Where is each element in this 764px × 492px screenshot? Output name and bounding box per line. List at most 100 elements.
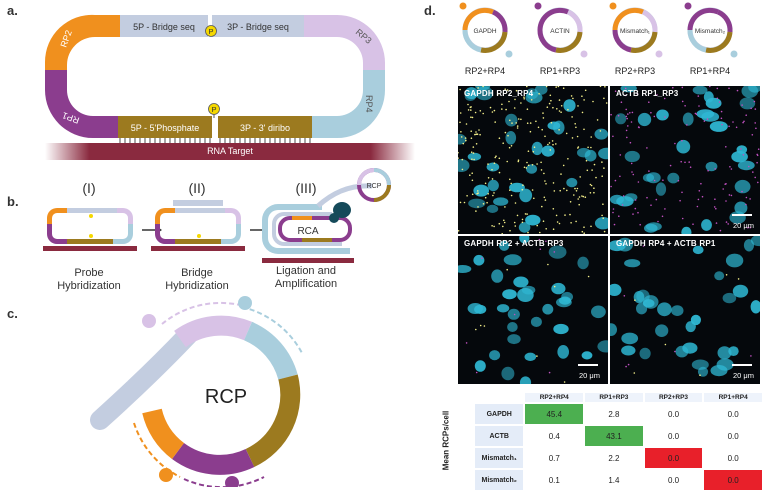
rcp-punctum — [679, 199, 681, 202]
nucleus — [703, 91, 714, 103]
nucleus — [486, 162, 500, 172]
top-left-bridge-segment — [120, 15, 208, 37]
nucleus — [681, 226, 692, 234]
rcp-punctum — [514, 225, 517, 227]
rcp-punctum — [532, 150, 535, 153]
nucleus — [667, 172, 680, 184]
rcp-punctum — [509, 189, 511, 191]
nucleus — [526, 88, 539, 100]
table-cell: 0.1 — [525, 470, 584, 490]
rcp-punctum — [495, 155, 497, 157]
rcp-punctum — [565, 132, 568, 135]
rcp-punctum — [523, 96, 525, 98]
rcp-punctum — [544, 180, 546, 182]
rcp-punctum — [498, 137, 501, 139]
rcp-punctum — [555, 214, 558, 217]
step-2-label: (II) — [188, 180, 205, 196]
nucleus — [513, 276, 529, 288]
nucleus — [624, 150, 640, 163]
rcp-punctum — [618, 215, 620, 217]
rcp-punctum — [714, 168, 716, 170]
rcp-punctum — [590, 225, 592, 228]
table-cell: 1.4 — [585, 470, 643, 490]
rcp-punctum — [571, 137, 574, 139]
rcp-punctum — [562, 87, 565, 89]
bottom-left-label: 5P - 5'Phosphate — [131, 123, 200, 133]
rcp-punctum — [492, 194, 494, 197]
rcp-punctum — [517, 159, 520, 161]
rcp-punctum — [523, 166, 526, 169]
nucleus — [709, 121, 728, 132]
nucleus — [502, 289, 517, 300]
rcp-punctum — [627, 113, 629, 115]
rcp-punctum — [757, 181, 759, 184]
row-header: Mismatch₁ — [475, 448, 524, 468]
nucleus — [734, 179, 751, 194]
rcp-punctum — [681, 100, 684, 103]
rcp-punctum — [557, 86, 560, 88]
nucleus — [499, 240, 510, 251]
rcp-punctum — [569, 201, 572, 203]
table-cell: 0.0 — [644, 448, 703, 468]
rcp-punctum — [478, 129, 480, 131]
rcp-punctum — [540, 169, 543, 171]
rcp-punctum — [513, 221, 516, 224]
ring-purple — [172, 442, 255, 475]
rcp-punctum — [728, 125, 730, 128]
rcp-punctum — [475, 133, 478, 135]
rcp-punctum — [724, 183, 726, 185]
nucleus — [621, 345, 636, 356]
rcp-punctum — [513, 107, 516, 109]
nucleus — [526, 164, 538, 174]
rcp-punctum — [714, 198, 716, 200]
phosphate-label: P — [211, 105, 216, 114]
rcp-punctum — [469, 106, 472, 109]
icon-label-mismatch2: Mismatch₂ — [695, 28, 726, 35]
rcp-punctum — [474, 111, 477, 114]
rcp-punctum — [749, 198, 751, 200]
rcp-punctum — [484, 196, 487, 199]
table-cell: 0.0 — [704, 404, 762, 424]
nucleus — [577, 256, 589, 270]
rcp-punctum — [595, 176, 597, 179]
rcp-punctum — [648, 101, 650, 103]
micrograph-gapdh-actb-1: GAPDH RP2 + ACTB RP3 20 μm — [458, 236, 608, 384]
nucleus — [473, 184, 489, 197]
top-right-label: 3P - Bridge seq — [227, 22, 289, 32]
nucleus — [551, 282, 566, 295]
rcp-punctum — [757, 148, 760, 150]
rcp-mini-icon: RCP — [357, 168, 391, 202]
rcp-punctum — [469, 174, 471, 176]
caption-step-1-line-2: Hybridization — [57, 280, 121, 292]
rcp-punctum — [614, 90, 617, 92]
rcp-punctum — [526, 86, 528, 88]
rcp-punctum — [544, 135, 546, 138]
rcp-punctum — [506, 268, 508, 271]
rcp-punctum — [536, 224, 538, 227]
rcp-punctum — [715, 207, 717, 210]
nucleus — [475, 86, 491, 91]
rcp-punctum — [720, 110, 723, 113]
rcp-punctum — [475, 371, 478, 374]
rcp-punctum — [725, 146, 727, 148]
rcp-punctum — [681, 139, 683, 142]
nucleus — [473, 254, 485, 266]
nucleus — [655, 182, 667, 196]
rcp-punctum — [477, 206, 479, 208]
rcp-punctum — [552, 228, 555, 230]
scale-bar — [578, 364, 598, 366]
rcp-punctum — [695, 113, 698, 116]
nucleus — [493, 197, 509, 206]
table-cell: 0.0 — [644, 404, 703, 424]
rna-target-band — [45, 143, 415, 160]
nucleus — [671, 305, 684, 316]
rcp-punctum — [721, 123, 723, 126]
rcp-punctum — [634, 199, 637, 201]
nucleus — [591, 305, 606, 319]
rcp-punctum — [471, 172, 473, 174]
rcp-punctum — [464, 137, 467, 139]
rcp-punctum — [510, 145, 513, 147]
rcp-punctum — [545, 183, 547, 185]
rcp-punctum — [596, 119, 599, 121]
rcp-punctum — [510, 182, 512, 185]
